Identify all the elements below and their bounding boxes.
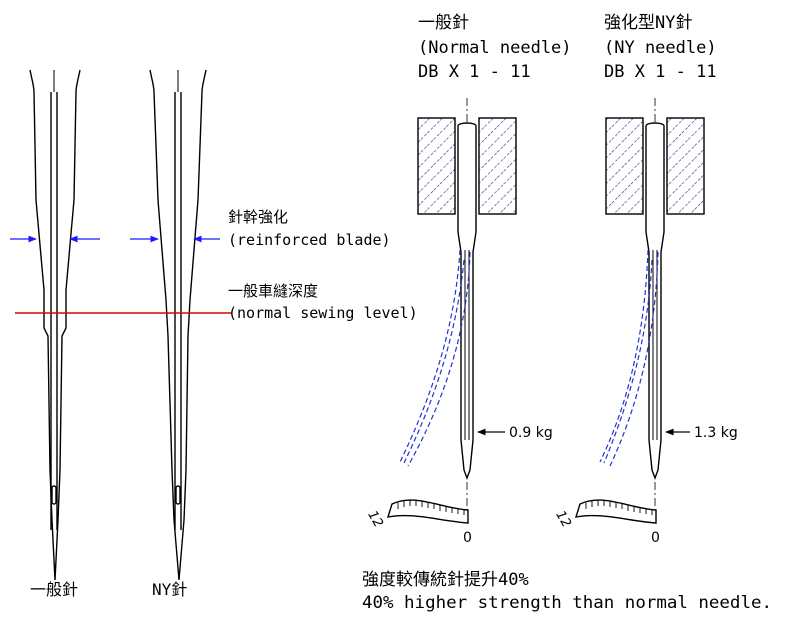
normal-needle-scale-max: 12 <box>364 508 385 530</box>
normal-needle-label: 一般針 <box>30 580 78 599</box>
header-normal-en: (Normal needle) <box>418 38 572 58</box>
ny-needle-bend-test <box>574 98 705 525</box>
sewing-level-label-en: (normal sewing level) <box>228 304 418 322</box>
sewing-level-label-zh: 一般車縫深度 <box>228 282 318 300</box>
normal-needle-drawing <box>29 69 81 581</box>
normal-needle-bend-test <box>386 98 517 525</box>
header-normal-zh: 一般針 <box>418 13 469 33</box>
header-ny-model: DB X 1 - 11 <box>604 62 717 82</box>
ny-needle-scale-zero: 0 <box>651 530 660 546</box>
normal-needle-scale-zero: 0 <box>463 530 472 546</box>
ny-needle-force: 1.3 kg <box>694 425 738 441</box>
blade-label-en: (reinforced blade) <box>228 231 391 249</box>
ny-needle-label: NY針 <box>152 580 187 599</box>
header-ny-en: (NY needle) <box>604 38 717 58</box>
ny-needle-scale-max: 12 <box>552 508 573 530</box>
header-ny-zh: 強化型NY針 <box>604 13 692 33</box>
ny-needle-drawing <box>149 69 207 581</box>
footer-zh: 強度較傳統針提升40% <box>362 570 529 590</box>
header-normal-model: DB X 1 - 11 <box>418 62 531 82</box>
footer-en: 40% higher strength than normal needle. <box>362 593 772 613</box>
blade-label-zh: 針幹強化 <box>228 208 288 226</box>
normal-needle-force: 0.9 kg <box>509 425 553 441</box>
